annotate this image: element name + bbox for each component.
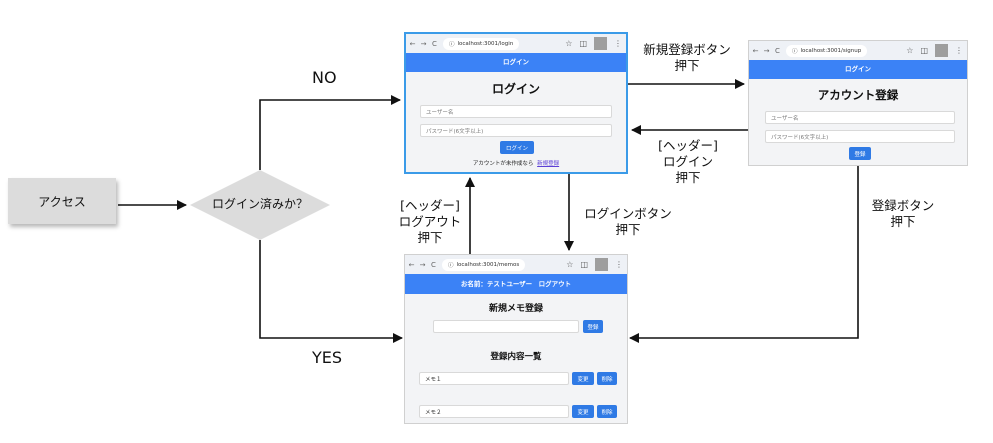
edge-label-line: 押下: [890, 214, 916, 229]
edge-label-line: 押下: [417, 230, 443, 245]
new-memo-input[interactable]: [433, 320, 579, 333]
forward-icon[interactable]: →: [419, 260, 426, 269]
edge-no: [259, 95, 401, 170]
extensions-icon[interactable]: ◫: [580, 260, 588, 269]
star-icon[interactable]: ☆: [566, 260, 574, 269]
decision-label: ログイン済みか？: [211, 197, 308, 211]
login-button[interactable]: ログイン: [500, 141, 534, 154]
app-header: ログイン: [406, 53, 626, 72]
reload-icon[interactable]: C: [775, 46, 780, 55]
url-text: localhost:3001/login: [457, 40, 514, 47]
browser-toolbar: ← → C ⓘ localhost:3001/signup ☆ ◫ ⋮: [749, 41, 967, 60]
forward-icon[interactable]: →: [763, 46, 770, 55]
edit-button[interactable]: 変更: [572, 405, 594, 418]
browser-toolbar: ← → C ⓘ localhost:3001/login ☆ ◫ ⋮: [406, 34, 626, 53]
edge-label-header-logout: [ヘッダー] ログアウト 押下: [394, 198, 466, 246]
edge-label-signup: 新規登録ボタン 押下: [640, 42, 734, 74]
password-input[interactable]: パスワード(6文字以上): [765, 130, 955, 143]
edge-label-line: 押下: [615, 222, 641, 237]
menu-icon[interactable]: ⋮: [615, 260, 623, 269]
signup-prompt: アカウントが未作成なら 新規登録: [406, 159, 626, 167]
memo-input[interactable]: メモ１: [419, 372, 569, 385]
forward-icon[interactable]: →: [420, 39, 427, 48]
info-icon: ⓘ: [448, 262, 454, 269]
register-button[interactable]: 登録: [849, 147, 871, 160]
memo-list-title: 登録内容一覧: [490, 352, 542, 362]
login-screen: ← → C ⓘ localhost:3001/login ☆ ◫ ⋮ ログイン …: [404, 32, 628, 174]
star-icon[interactable]: ☆: [906, 46, 914, 55]
decision-diamond: [190, 170, 330, 240]
access-label: アクセス: [38, 194, 86, 209]
extensions-icon[interactable]: ◫: [920, 46, 928, 55]
edge-label-line: 登録ボタン: [871, 198, 935, 213]
edge-label-line: ログイン: [662, 154, 713, 169]
extensions-icon[interactable]: ◫: [579, 39, 587, 48]
no-account-text: アカウントが未作成なら: [472, 161, 534, 167]
reload-icon[interactable]: C: [432, 39, 437, 48]
memos-screen: ← → C ⓘ localhost:3001/memos ☆ ◫ ⋮ お名前：テ…: [404, 254, 628, 424]
app-header: ログイン: [749, 60, 967, 79]
edge-label-header-login: [ヘッダー] ログイン 押下: [650, 138, 726, 186]
edit-button[interactable]: 変更: [572, 372, 594, 385]
edge-yes: [259, 240, 403, 343]
edge-label-line: ログアウト: [398, 214, 462, 229]
app-header[interactable]: お名前：テストユーザー ログアウト: [405, 274, 627, 294]
edge-label-login-button: ログインボタン 押下: [578, 206, 678, 238]
page-title: アカウント登録: [817, 88, 899, 102]
toolbar-actions: ☆ ◫ ⋮: [565, 37, 622, 50]
menu-icon[interactable]: ⋮: [614, 39, 622, 48]
profile-avatar[interactable]: [935, 44, 948, 57]
back-icon[interactable]: ←: [409, 39, 416, 48]
edge-label-line: ログインボタン: [584, 206, 672, 221]
password-input[interactable]: パスワード(6文字以上): [420, 124, 612, 137]
username-input[interactable]: ユーザー名: [765, 111, 955, 124]
edge-label-line: 新規登録ボタン: [643, 42, 731, 57]
toolbar-actions: ☆ ◫ ⋮: [566, 258, 623, 271]
edge-label-yes: YES: [312, 348, 343, 367]
edge-label-line: [ヘッダー]: [658, 138, 718, 153]
edge-label-no: NO: [312, 68, 337, 87]
reload-icon[interactable]: C: [431, 260, 436, 269]
back-icon[interactable]: ←: [752, 46, 759, 55]
access-node: アクセス: [8, 178, 116, 224]
url-text: localhost:3001/signup: [800, 47, 862, 54]
edge-label-line: 押下: [675, 170, 701, 185]
address-bar[interactable]: ⓘ localhost:3001/memos: [442, 258, 526, 271]
username-input[interactable]: ユーザー名: [420, 105, 612, 118]
profile-avatar[interactable]: [594, 37, 607, 50]
edge-label-line: [ヘッダー]: [400, 198, 460, 213]
menu-icon[interactable]: ⋮: [955, 46, 963, 55]
profile-avatar[interactable]: [595, 258, 608, 271]
url-text: localhost:3001/memos: [456, 261, 520, 268]
toolbar-actions: ☆ ◫ ⋮: [906, 44, 963, 57]
page-title: ログイン: [491, 82, 540, 96]
signup-link[interactable]: 新規登録: [537, 161, 560, 167]
new-memo-title: 新規メモ登録: [488, 304, 543, 314]
delete-button[interactable]: 削除: [597, 372, 617, 385]
signup-screen: ← → C ⓘ localhost:3001/signup ☆ ◫ ⋮ ログイン…: [748, 40, 968, 166]
info-icon: ⓘ: [449, 41, 455, 48]
edge-label-line: 押下: [674, 58, 700, 73]
address-bar[interactable]: ⓘ localhost:3001/login: [443, 37, 520, 50]
info-icon: ⓘ: [792, 48, 798, 55]
new-memo-register-button[interactable]: 登録: [583, 320, 603, 333]
star-icon[interactable]: ☆: [565, 39, 573, 48]
address-bar[interactable]: ⓘ localhost:3001/signup: [786, 44, 868, 57]
edge-label-register-button: 登録ボタン 押下: [866, 198, 940, 230]
browser-toolbar: ← → C ⓘ localhost:3001/memos ☆ ◫ ⋮: [405, 255, 627, 274]
back-icon[interactable]: ←: [408, 260, 415, 269]
edge-signup-to-memos: [629, 166, 859, 343]
memo-input[interactable]: メモ２: [419, 405, 569, 418]
delete-button[interactable]: 削除: [597, 405, 617, 418]
